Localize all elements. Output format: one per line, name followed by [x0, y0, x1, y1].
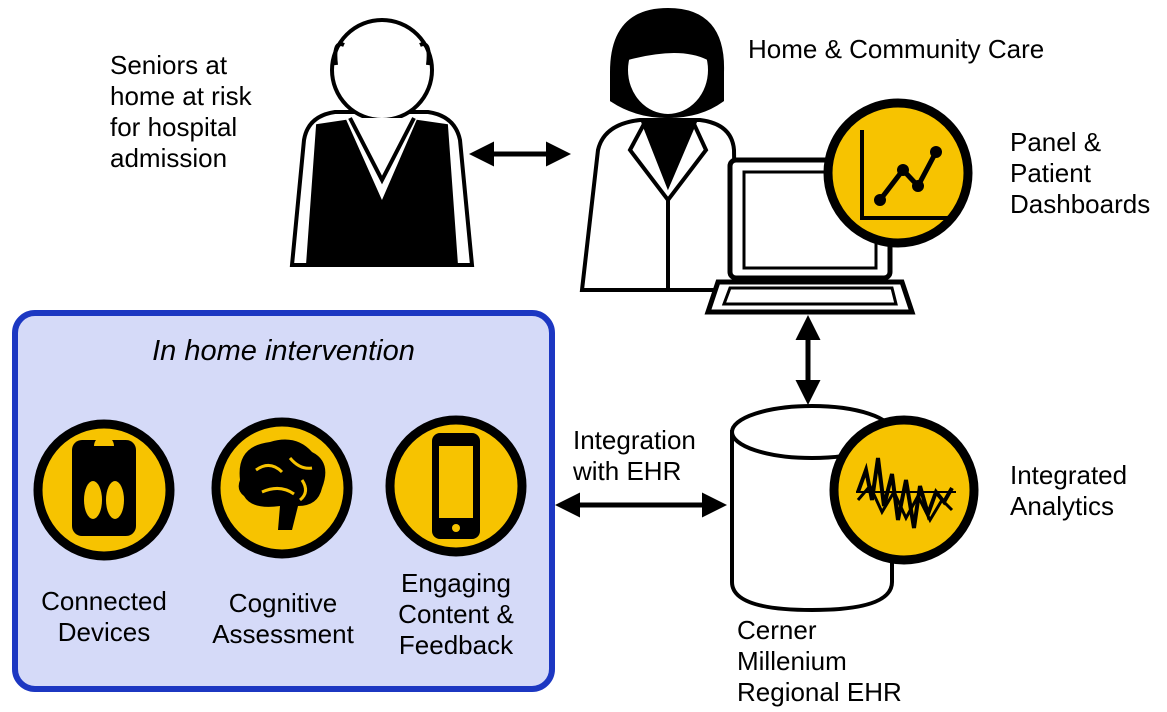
integration-line-2: with EHR — [573, 456, 682, 486]
ehr-line-2: Millenium — [737, 646, 847, 676]
analytics-label: Integrated Analytics — [1010, 460, 1127, 522]
connected-devices-label: Connected Devices — [24, 586, 184, 648]
ehr-label: Cerner Millenium Regional EHR — [737, 615, 902, 708]
dashboards-line-2: Patient — [1010, 158, 1091, 188]
seniors-label: Seniors at home at risk for hospital adm… — [110, 50, 252, 174]
ehr-line-3: Regional EHR — [737, 677, 902, 707]
cognitive-assessment-label: Cognitive Assessment — [195, 588, 371, 650]
dashboards-line-1: Panel & — [1010, 127, 1102, 157]
seniors-line-3: for hospital — [110, 112, 238, 142]
seniors-line-1: Seniors at — [110, 50, 228, 80]
connected-devices-line-1: Connected — [41, 586, 167, 616]
caregiver-icon — [579, 7, 739, 292]
home-care-label: Home & Community Care — [748, 34, 1045, 64]
seniors-line-4: admission — [110, 143, 228, 173]
dashboards-label: Panel & Patient Dashboards — [1010, 127, 1150, 220]
dashboards-line-3: Dashboards — [1010, 189, 1151, 219]
line-chart-icon — [823, 98, 973, 248]
analytics-signal-icon — [829, 415, 979, 565]
analytics-line-1: Integrated — [1010, 460, 1128, 490]
smartphone-icon — [385, 415, 527, 557]
analytics-line-2: Analytics — [1010, 491, 1115, 521]
intervention-title: In home intervention — [152, 335, 415, 367]
cognitive-assessment-line-1: Cognitive — [228, 588, 338, 618]
integration-line-1: Integration — [573, 425, 696, 455]
engaging-content-label: Engaging Content & Feedback — [378, 568, 534, 661]
seniors-line-2: home at risk — [110, 81, 252, 111]
cognitive-assessment-line-2: Assessment — [212, 619, 354, 649]
scale-icon — [33, 419, 175, 561]
connected-devices-line-2: Devices — [57, 617, 151, 647]
senior-person-icon — [289, 18, 475, 267]
engaging-content-line-2: Content & — [398, 599, 514, 629]
integration-label: Integration with EHR — [573, 425, 696, 487]
engaging-content-line-1: Engaging — [401, 568, 511, 598]
engaging-content-line-3: Feedback — [398, 630, 514, 660]
brain-icon — [211, 417, 353, 559]
ehr-line-1: Cerner — [737, 615, 817, 645]
